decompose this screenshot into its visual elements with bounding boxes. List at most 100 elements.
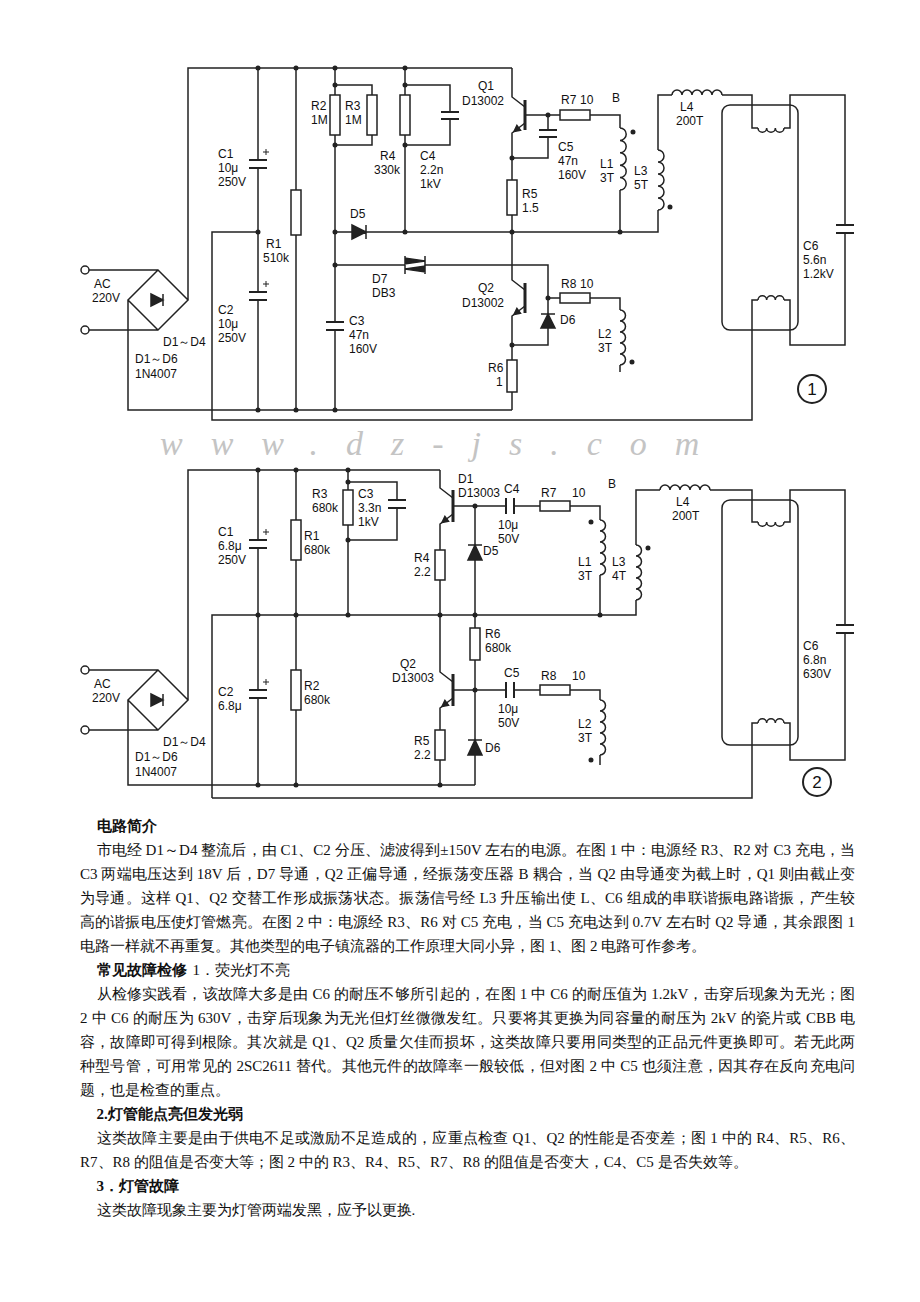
component-label: 3T: [578, 732, 592, 745]
component-label: R4: [414, 552, 429, 565]
inductor-coil: [620, 90, 784, 365]
component-label: 50V: [498, 533, 519, 546]
component-label: 2.2: [414, 566, 431, 579]
component-label: 1.5: [522, 202, 539, 215]
component-label: 10μ: [218, 318, 238, 331]
section-heading: 常见故障检修: [97, 962, 187, 978]
component-label: L2: [578, 718, 591, 731]
component-label: C1: [218, 148, 233, 161]
component-label: R3: [312, 488, 327, 501]
component-label: R6: [488, 362, 503, 375]
heading-line: 常见故障检修 1．荧光灯不亮: [80, 958, 855, 982]
figure-number: 2: [812, 774, 821, 791]
component-label: 1kV: [420, 178, 441, 191]
component-label: 250V: [218, 176, 246, 189]
component-label: DB3: [372, 287, 395, 300]
component-label: 1: [496, 376, 503, 389]
component-label: L4: [676, 496, 689, 509]
wire: [89, 68, 845, 420]
component-label: 6.8n: [803, 654, 826, 667]
component-label: R8: [561, 278, 576, 291]
component-label: 47n: [558, 155, 578, 168]
fluorescent-tube: [722, 105, 798, 330]
component-label: R7: [541, 487, 556, 500]
component-label: 1M: [311, 114, 328, 127]
component-label: D13002: [462, 95, 504, 108]
capacitor-symbol: [249, 498, 854, 698]
component-label: 1.2kV: [803, 268, 834, 281]
component-label: L1: [600, 158, 613, 171]
section-heading: 电路简介: [80, 814, 855, 838]
component-label: R1: [266, 238, 281, 251]
component-label: C1: [218, 526, 233, 539]
component-label: 10: [580, 94, 593, 107]
resistor-symbol: [291, 95, 590, 392]
component-label: 330k: [374, 164, 400, 177]
component-label: C4: [420, 150, 435, 163]
component-label: C5: [504, 667, 519, 680]
figure-number: 1: [807, 381, 816, 398]
body-paragraph: 这类故障现象主要为灯管两端发黑，应予以更换.: [80, 1198, 855, 1222]
transistor-base-bar: [452, 490, 455, 706]
component-label: D1: [458, 473, 473, 486]
component-label: L1: [578, 556, 591, 569]
component-label: 220V: [92, 692, 120, 705]
component-label: Q2: [400, 658, 416, 671]
component-label: 200T: [672, 510, 699, 523]
fluorescent-tube: [722, 500, 798, 745]
component-label: 50V: [498, 717, 519, 730]
component-label: 3.3n: [358, 502, 381, 515]
diode-symbol: [151, 225, 555, 328]
capacitor-gap: [254, 501, 849, 697]
component-label: 10: [572, 670, 585, 683]
inductor-coil: [600, 485, 784, 755]
component-label: R3: [345, 100, 360, 113]
component-label: L2: [598, 328, 611, 341]
component-label: 10: [580, 278, 593, 291]
component-label: D6: [560, 314, 575, 327]
component-label: R8: [541, 670, 556, 683]
component-label: 1kV: [358, 516, 379, 529]
component-label: 3T: [598, 342, 612, 355]
component-label: 250V: [218, 332, 246, 345]
component-label: 160V: [349, 343, 377, 356]
component-label: 5T: [634, 179, 648, 192]
component-label: 2.2: [414, 749, 431, 762]
component-label: D5: [483, 545, 498, 558]
component-label: D6: [485, 742, 500, 755]
body-paragraph: 这类故障主要是由于供电不足或激励不足造成的，应重点检查 Q1、Q2 的性能是否变…: [80, 1126, 855, 1174]
component-label: C3: [349, 315, 364, 328]
component-label: C3: [358, 488, 373, 501]
subheading: 1．荧光灯不亮: [193, 962, 291, 978]
subheading: 2.灯管能点亮但发光弱: [80, 1102, 855, 1126]
body-paragraph: 从检修实践看，该故障大多是由 C6 的耐压不够所引起的，在图 1 中 C6 的耐…: [80, 982, 855, 1102]
resistor-symbol: [291, 490, 570, 760]
component-label: R2: [304, 680, 319, 693]
polarity-mark: [263, 529, 269, 685]
component-label: B: [608, 478, 616, 491]
component-label: 680k: [312, 502, 338, 515]
emitter-arrow: [514, 125, 521, 314]
component-label: 200T: [676, 115, 703, 128]
component-label: D13003: [458, 487, 500, 500]
component-label: R5: [522, 188, 537, 201]
component-label: D13003: [392, 672, 434, 685]
component-label: L3: [612, 556, 625, 569]
circuit-one: [81, 66, 854, 421]
component-label: 10: [572, 487, 585, 500]
component-label: 680k: [304, 694, 330, 707]
component-label: D7: [372, 273, 387, 286]
junction-dot: [256, 66, 673, 413]
component-label: D1～D4: [163, 336, 206, 349]
component-label: 680k: [485, 642, 511, 655]
component-label: L4: [680, 101, 693, 114]
component-label: R1: [304, 530, 319, 543]
text-section: 电路简介市电经 D1～D4 整流后，由 C1、C2 分压、滤波得到±150V 左…: [80, 814, 855, 1222]
component-label: 250V: [218, 554, 246, 567]
component-label: AC: [94, 678, 111, 691]
component-label: 10μ: [218, 162, 238, 175]
subheading: 3．灯管故障: [80, 1174, 855, 1198]
component-label: 10μ: [498, 519, 518, 532]
component-label: 10μ: [498, 703, 518, 716]
component-label: R6: [485, 628, 500, 641]
